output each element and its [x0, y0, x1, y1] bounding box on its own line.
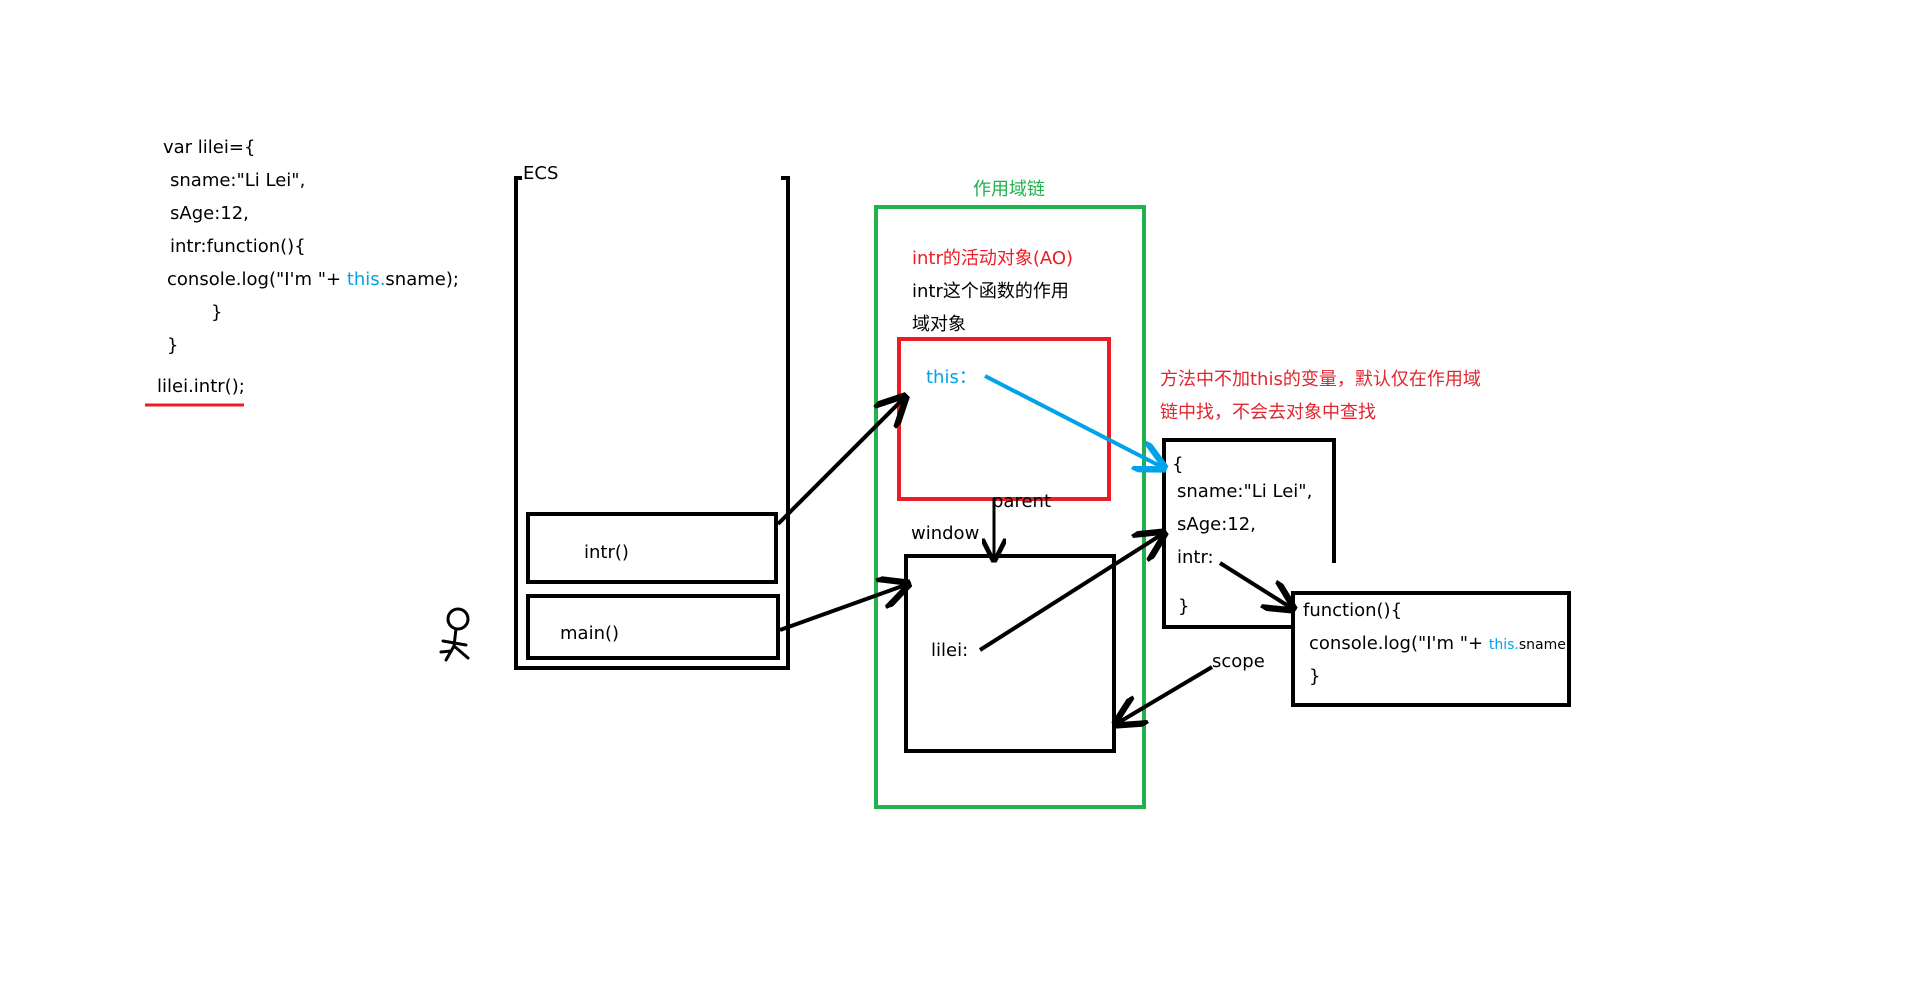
code-line-4: intr:function(){: [170, 236, 306, 257]
code-call: lilei.intr();: [157, 376, 245, 397]
object-open-brace: {: [1172, 454, 1183, 475]
scope-chain-label: 作用域链: [973, 179, 1045, 200]
intr-frame-to-ao-arrow: [776, 397, 905, 526]
ecs-frame-main: [526, 594, 780, 660]
ao-title: intr的活动对象(AO): [912, 248, 1073, 269]
code-log-prefix: console.log("I'm "+: [167, 269, 347, 290]
activation-object-box: [897, 337, 1111, 501]
code-log-suffix: sname);: [385, 269, 459, 290]
code-line-1: var lilei={: [163, 137, 255, 158]
function-close: }: [1309, 666, 1320, 687]
intr-to-function-arrow: [1218, 561, 1293, 609]
function-object-box: [1291, 591, 1571, 707]
function-this-keyword: this.: [1489, 637, 1519, 653]
function-log-prefix: console.log("I'm "+: [1309, 633, 1489, 654]
note-line-2: 链中找，不会去对象中查找: [1160, 402, 1376, 423]
note-line-1: 方法中不加this的变量，默认仅在作用域: [1160, 369, 1481, 390]
code-block: var lilei={ sname:"Li Lei", sAge:12, int…: [157, 137, 459, 397]
ecs-container: [514, 176, 790, 670]
code-line-6: }: [211, 302, 222, 323]
object-intr: intr:: [1177, 547, 1214, 568]
code-line-2: sname:"Li Lei",: [170, 170, 305, 191]
code-line-3: sAge:12,: [170, 203, 249, 224]
ao-desc-line-1: intr这个函数的作用: [912, 281, 1069, 302]
ecs-label: ECS: [523, 163, 558, 184]
lilei-to-object-arrow: [978, 533, 1164, 652]
scope-chain-box: [874, 205, 1146, 809]
ecs-frame-main-label: main(): [560, 623, 619, 644]
function-log-suffix: sname: [1519, 637, 1566, 653]
ecs-frame-intr: [526, 512, 778, 584]
ecs-frame-intr-label: intr(): [584, 542, 629, 563]
this-label: this：: [926, 367, 977, 388]
code-this-keyword: this.: [347, 269, 386, 290]
object-sage: sAge:12,: [1177, 514, 1256, 535]
scope-label: scope: [1212, 651, 1265, 672]
object-close-brace: }: [1178, 596, 1189, 617]
function-open: function(){: [1303, 600, 1402, 621]
object-sname: sname:"Li Lei",: [1177, 481, 1312, 502]
parent-label: parent: [992, 491, 1051, 512]
scope-to-window-arrow: [1116, 665, 1214, 724]
function-log: console.log("I'm "+ this.sname: [1309, 633, 1566, 654]
lilei-var-label: lilei:: [931, 640, 968, 661]
code-line-5: console.log("I'm "+ this.sname);: [167, 269, 459, 290]
this-to-object-arrow: [984, 374, 1164, 468]
lilei-object-box: [1162, 438, 1336, 629]
person-icon: [439, 607, 470, 662]
code-line-7: }: [167, 335, 178, 356]
ao-desc-line-2: 域对象: [912, 314, 966, 335]
window-label: window: [911, 523, 979, 544]
window-object-box: [904, 554, 1116, 753]
main-frame-to-window-arrow: [779, 584, 908, 632]
